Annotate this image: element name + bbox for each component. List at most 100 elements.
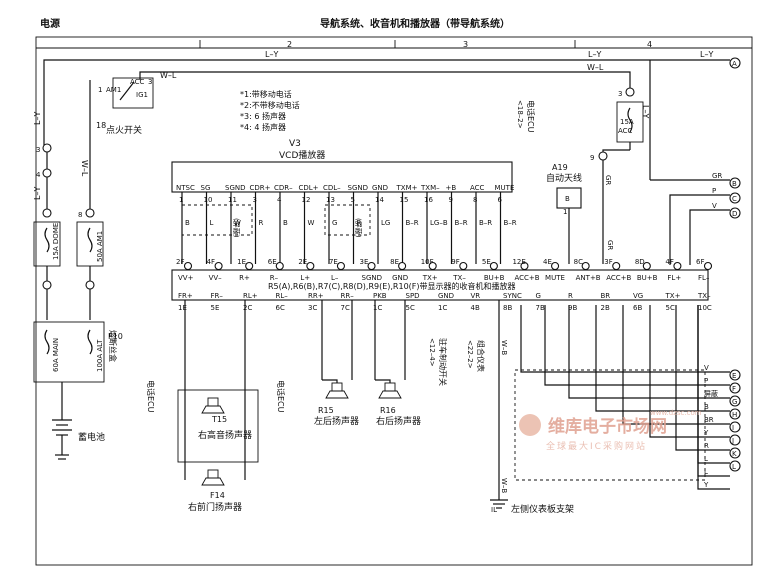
vcd-pin-number: 1 <box>179 196 183 204</box>
vcd-pin-row: NTSC1BSG10LSGND11WCDR+3RCDR–4BCDL+12WCDL… <box>176 184 517 264</box>
right-wire-color: BR <box>704 416 714 424</box>
vcd-pin-label: CDR– <box>274 184 293 192</box>
front-speakers: F10 T15 右高音扬声器 F14 右前门扬声器 <box>108 300 259 513</box>
main-unit-top-number: 4E <box>543 258 552 266</box>
vcd-pin-number: 13 <box>326 196 335 204</box>
main-unit-top-connector <box>245 261 254 271</box>
vcd-pin-label: SGND <box>225 184 246 192</box>
main-unit-top-pin: TX– <box>452 274 466 282</box>
ground-label: 左侧仪表板支架 <box>511 503 574 515</box>
svg-text:50A AM1: 50A AM1 <box>96 231 104 262</box>
phone-ecu-label: 电话ECU <box>526 100 536 133</box>
main-unit-top-number: 6E <box>268 258 277 266</box>
main-unit-top-number: 8D <box>635 258 645 266</box>
svg-text:C: C <box>732 195 737 203</box>
vcd-shield-label: (屏蔽) <box>232 218 241 238</box>
right-wire <box>520 305 730 373</box>
main-unit-top-pin: R+ <box>239 274 250 282</box>
watermark: 维库电子市场网 www.dzsc.com 全球最大IC采购网站 <box>519 409 702 452</box>
main-unit-top-connector <box>642 261 651 271</box>
svg-text:电话ECU: 电话ECU <box>276 380 286 413</box>
main-unit-top-number: 8C <box>574 258 583 266</box>
wire-marker <box>729 382 741 394</box>
svg-text:15A: 15A <box>620 118 634 126</box>
main-unit-top-connector <box>306 261 315 271</box>
bus-label-1: L–Y <box>265 50 278 59</box>
wire-marker <box>729 460 741 472</box>
wire-marker-label: G <box>732 398 737 406</box>
antenna-name: 自动天线 <box>546 172 582 184</box>
vcd-pin-label: SGND <box>348 184 369 192</box>
main-unit-bottom-pin: SYNC <box>503 292 522 300</box>
main-unit-top-connector <box>551 261 560 271</box>
vcd-wire-color: B–R <box>479 219 492 227</box>
vcd-wire-color: L <box>210 219 214 227</box>
vcd-wire-color: R <box>357 219 362 227</box>
main-unit-bottom-pin: FR– <box>211 292 224 300</box>
svg-text:维库电子市场网: 维库电子市场网 <box>548 416 667 437</box>
diagram-frame <box>35 36 753 566</box>
vcd-wire-color: W <box>308 219 315 227</box>
power-title: 电源 <box>40 17 60 30</box>
bus-wl-label: W–L <box>587 63 604 72</box>
page-title: 导航系统、收音机和播放器（带导航系统） <box>320 17 510 30</box>
zone-3: 3 <box>463 40 468 49</box>
right-wire <box>649 305 730 438</box>
right-wire-color: Y <box>703 481 709 489</box>
right-wire <box>544 305 730 386</box>
main-unit-top-pin: GND <box>392 274 408 282</box>
right-wire-color: R <box>704 442 709 450</box>
wire-marker <box>729 434 741 446</box>
wire-marker <box>729 447 741 459</box>
right-wire-color: L <box>704 455 708 463</box>
right-wire <box>595 305 730 412</box>
main-unit-bottom-pin: GND <box>438 292 454 300</box>
main-unit-top-connector <box>275 261 284 271</box>
svg-text:L–Y: L–Y <box>33 112 42 125</box>
svg-text:GR: GR <box>712 172 722 180</box>
wire-marker-label: K <box>732 450 737 458</box>
main-unit-top-connector <box>183 261 193 271</box>
svg-text:B: B <box>732 180 737 188</box>
main-unit-name: R5(A),R6(B),R7(C),R8(D),R9(E),R10(F)带显示器… <box>268 281 516 291</box>
main-unit-top-number: 4F <box>207 258 215 266</box>
vcd-pin-label: CDR+ <box>250 184 271 192</box>
vcd-pin-label: GND <box>372 184 388 192</box>
vcd-name: VCD播放器 <box>279 149 325 161</box>
main-unit-bottom-number: 1E <box>178 304 187 312</box>
main-unit-bottom-number: 6B <box>633 304 642 312</box>
vcd-pin-number: 15 <box>400 196 409 204</box>
main-unit-bottom-number: 9B <box>568 304 577 312</box>
vcd-wire-color: LG–B <box>430 219 448 227</box>
right-wire-color: V <box>704 364 709 372</box>
main-unit-top-pin: L+ <box>300 274 310 282</box>
svg-text:www.dzsc.com: www.dzsc.com <box>650 409 702 417</box>
main-unit-top-pin: FL+ <box>667 274 681 282</box>
svg-text:1: 1 <box>98 86 102 94</box>
wire-marker <box>729 369 741 381</box>
vcd-pin-number: 5 <box>351 196 355 204</box>
vcd-pin-number: 12 <box>302 196 311 204</box>
ignition-label: 点火开关 <box>106 124 142 136</box>
main-unit-bottom-number: 7B <box>536 304 545 312</box>
vcd-wire-color: B–R <box>455 219 468 227</box>
vcd-wire-color: B <box>283 219 288 227</box>
svg-text:P: P <box>712 187 716 195</box>
main-unit-top-connector <box>673 261 682 271</box>
main-unit-bottom-number: 10C <box>698 304 712 312</box>
svg-text:AM1: AM1 <box>106 86 121 94</box>
svg-text:15A DOME: 15A DOME <box>52 223 60 260</box>
main-unit-bottom-pin: TX+ <box>665 292 681 300</box>
vcd-pin-label: TXM– <box>420 184 440 192</box>
main-unit-bottom-number: 4B <box>471 304 480 312</box>
right-wire-color: 屏蔽 <box>704 389 718 398</box>
wire-marker-label: I <box>732 424 734 432</box>
main-unit-top-number: 3E <box>360 258 369 266</box>
main-unit-bottom-pin: SPD <box>406 292 420 300</box>
main-unit-top-connector <box>214 261 223 271</box>
main-unit-bottom-pin: G <box>536 292 541 300</box>
main-unit-bottom-number: 2B <box>601 304 610 312</box>
main-unit-top-number: 2E <box>298 258 307 266</box>
main-unit-top-number: 3F <box>604 258 612 266</box>
